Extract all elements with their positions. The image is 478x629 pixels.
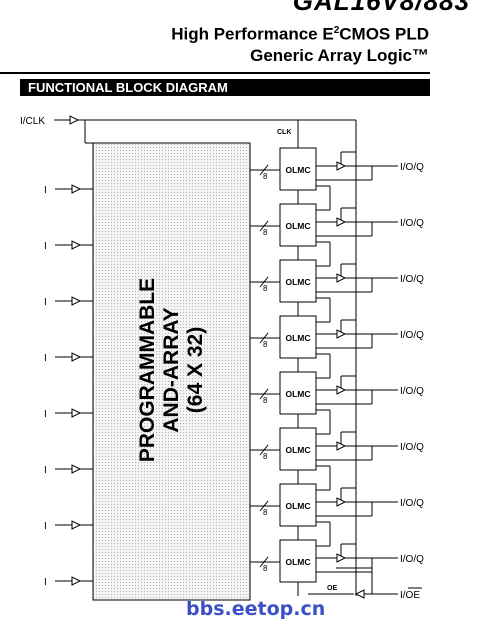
clk-label: CLK <box>277 129 291 136</box>
input-buffer-icon <box>71 352 82 362</box>
watermark-text: bbs.eetop.cn <box>186 598 326 620</box>
bus-slash-mark <box>259 556 269 568</box>
bus-slash-mark <box>259 332 269 344</box>
bus-width-label: 8 <box>263 172 268 181</box>
oe-label: OE <box>327 585 337 592</box>
olmc-block <box>279 427 317 471</box>
olmc-block <box>279 259 317 303</box>
oe-input-label: I/OE <box>400 590 420 601</box>
io-pin-label: I/O/Q <box>400 386 424 397</box>
subtitle-superscript: 2 <box>333 25 340 36</box>
olmc-label: OLMC <box>285 501 310 511</box>
olmc-label: OLMC <box>285 445 310 455</box>
olmc-label: OLMC <box>285 333 310 343</box>
input-label: I <box>44 577 47 588</box>
bus-slash-mark <box>259 276 269 288</box>
header-rule <box>0 72 430 74</box>
array-label-line-2: AND-ARRAY <box>160 307 183 432</box>
oe-input-buffer <box>354 589 365 599</box>
subtitle-line-1-start: High Performance E <box>171 24 334 44</box>
input-buffer-icon <box>71 576 82 586</box>
input-label: I <box>44 409 47 420</box>
bus-width-label: 8 <box>263 340 268 349</box>
clk-input-buffer <box>69 115 80 125</box>
bus-slash-mark <box>259 220 269 232</box>
bus-width-label: 8 <box>263 228 268 237</box>
olmc-label: OLMC <box>285 165 310 175</box>
clk-input-label: I/CLK <box>20 116 45 127</box>
olmc-block <box>279 203 317 247</box>
input-label: I <box>44 241 47 252</box>
input-buffer-icon <box>71 184 82 194</box>
array-label-line-1: PROGRAMMABLE <box>136 278 159 462</box>
bus-slash-mark <box>259 164 269 176</box>
programmable-and-array <box>92 142 251 601</box>
input-buffer-icon <box>71 520 82 530</box>
io-pin-label: I/O/Q <box>400 554 424 565</box>
bus-width-label: 8 <box>263 564 268 573</box>
input-buffer-icon <box>71 240 82 250</box>
olmc-label: OLMC <box>285 221 310 231</box>
io-pin-label: I/O/Q <box>400 498 424 509</box>
input-buffer-icon <box>71 408 82 418</box>
bus-width-label: 8 <box>263 284 268 293</box>
input-buffers: I I I I I I I I <box>44 184 93 588</box>
bus-slash-mark <box>259 388 269 400</box>
io-pin-label: I/O/Q <box>400 162 424 173</box>
subtitle-line-1-end: CMOS PLD <box>339 24 429 44</box>
bus-slash-mark <box>259 500 269 512</box>
bus-width-label: 8 <box>263 396 268 405</box>
doc-subtitle: High Performance E2CMOS PLD Generic Arra… <box>171 20 429 66</box>
olmc-block <box>279 147 317 191</box>
input-label: I <box>44 521 47 532</box>
input-label: I <box>44 465 47 476</box>
subtitle-line-1: High Performance E2CMOS PLD <box>171 20 429 45</box>
io-pin-label: I/O/Q <box>400 274 424 285</box>
section-title: FUNCTIONAL BLOCK DIAGRAM <box>28 80 228 95</box>
subtitle-line-2: Generic Array Logic™ <box>250 45 429 65</box>
olmc-block <box>279 315 317 359</box>
section-header-bar: FUNCTIONAL BLOCK DIAGRAM <box>20 79 430 96</box>
io-pin-label: I/O/Q <box>400 330 424 341</box>
doc-title-partial: GAL16V8/883 <box>292 0 470 16</box>
io-pin-label: I/O/Q <box>400 442 424 453</box>
io-pin-label: I/O/Q <box>400 218 424 229</box>
olmc-label: OLMC <box>285 389 310 399</box>
input-label: I <box>44 353 47 364</box>
input-buffer-icon <box>71 464 82 474</box>
olmc-block <box>279 371 317 415</box>
olmc-label: OLMC <box>285 277 310 287</box>
input-label: I <box>44 297 47 308</box>
input-buffer-icon <box>71 296 82 306</box>
bus-width-label: 8 <box>263 508 268 517</box>
input-label: I <box>44 185 47 196</box>
bus-width-label: 8 <box>263 452 268 461</box>
bus-slash-mark <box>259 444 269 456</box>
olmc-label: OLMC <box>285 557 310 567</box>
array-label-line-3: (64 X 32) <box>184 327 207 413</box>
